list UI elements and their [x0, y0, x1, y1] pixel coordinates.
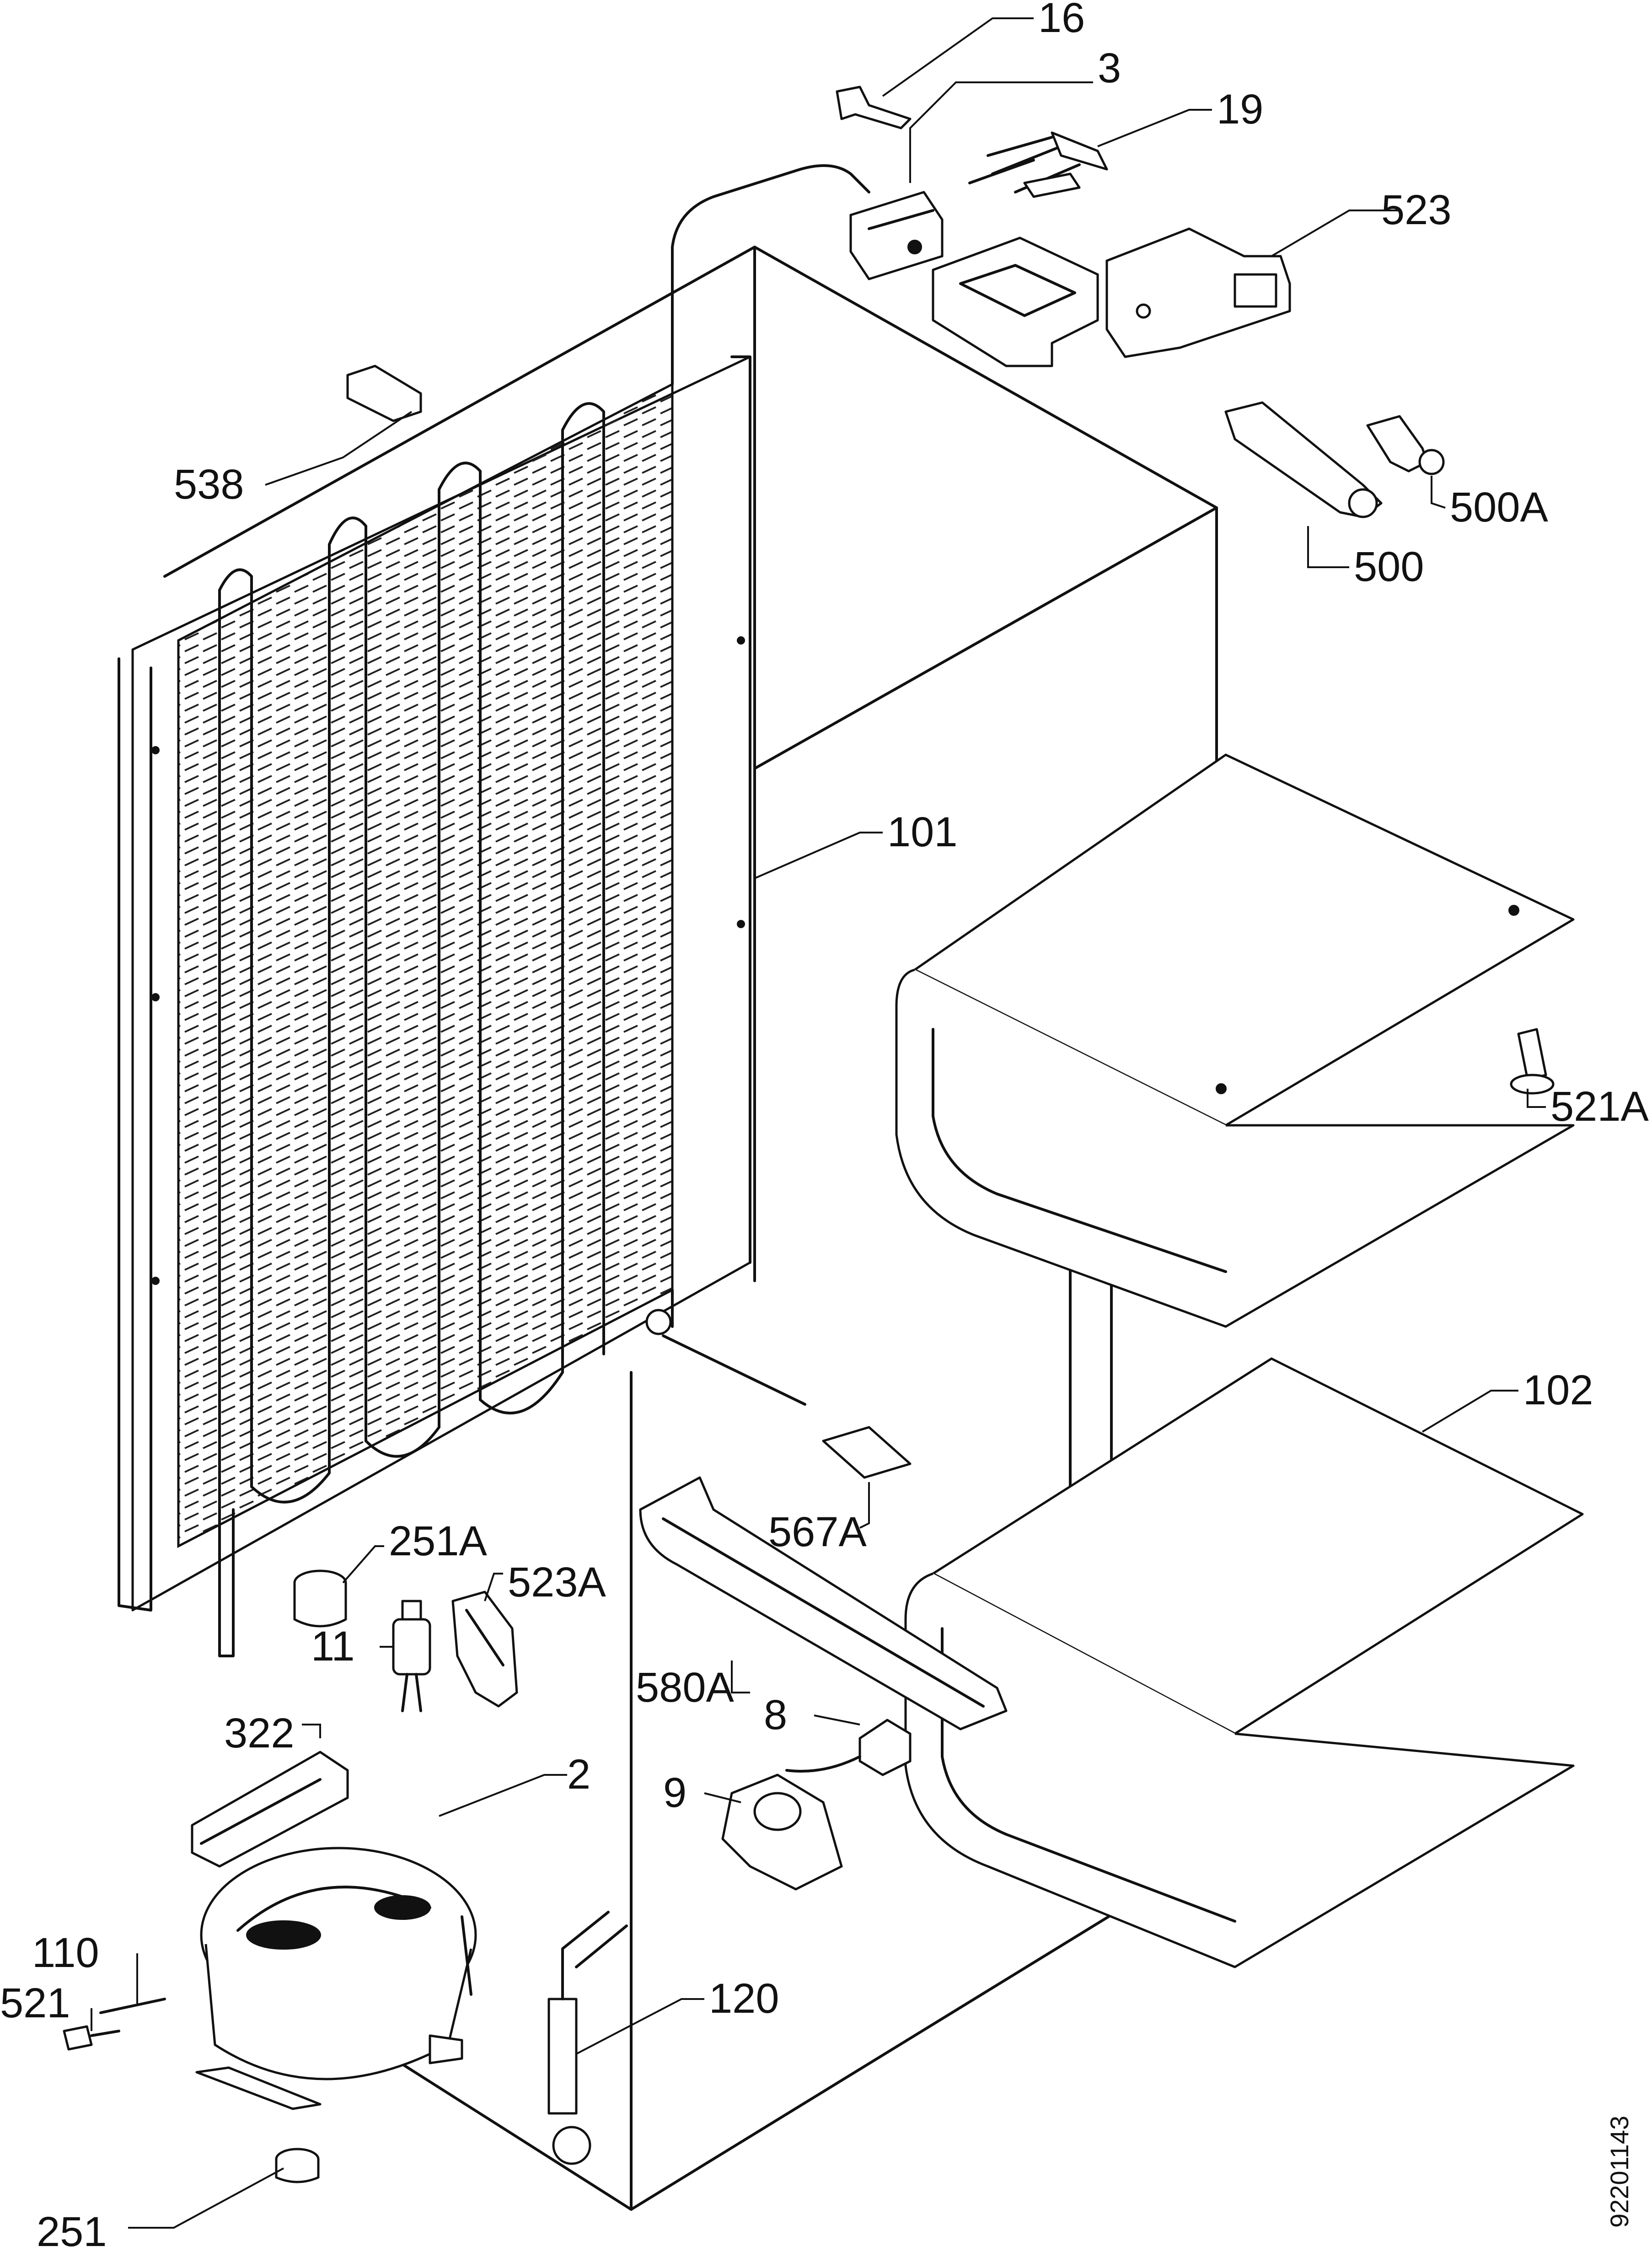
grommet-251 [275, 2148, 320, 2183]
bolt-521 [63, 2025, 120, 2051]
leader-lines [91, 17, 1546, 2229]
label-521: 521 [0, 1980, 70, 2026]
shelf-lower [904, 1357, 1584, 1968]
shelf-upper [895, 753, 1575, 1328]
label-521A: 521A [1550, 1083, 1649, 1130]
label-102: 102 [1523, 1367, 1593, 1413]
sensor-567a [822, 1426, 912, 1479]
label-538: 538 [174, 461, 244, 508]
label-120: 120 [709, 1975, 779, 2022]
lamp-socket-8 [785, 1719, 912, 1776]
fastener-screws [1224, 401, 1445, 518]
label-3: 3 [1098, 45, 1121, 91]
label-2: 2 [567, 1751, 590, 1798]
label-251: 251 [37, 2209, 107, 2255]
label-580A: 580A [636, 1664, 734, 1711]
label-110: 110 [32, 1929, 99, 1976]
label-567A: 567A [768, 1509, 867, 1555]
label-500A: 500A [1450, 484, 1548, 531]
tube-coil [645, 1309, 672, 1335]
drier-filter-120 [547, 1911, 628, 2165]
capillary-tube [671, 164, 870, 386]
bracket-523a [451, 1591, 518, 1708]
condenser [118, 355, 751, 1657]
label-8: 8 [764, 1692, 787, 1738]
label-523A: 523A [508, 1559, 606, 1606]
label-16: 16 [1038, 0, 1085, 41]
lamp-holder-9 [721, 1774, 843, 1891]
lamp-housing [932, 227, 1291, 367]
compressor [195, 1847, 477, 2110]
label-523: 523 [1381, 187, 1452, 233]
thermostat [849, 191, 944, 280]
pin-110 [99, 1998, 166, 2014]
bracket-322 [191, 1751, 349, 1868]
clip-521a [1510, 1028, 1555, 1095]
label-9: 9 [663, 1769, 687, 1816]
clip-538 [346, 365, 422, 422]
label-11: 11 [311, 1623, 355, 1670]
knob-part [836, 86, 912, 129]
cabinet-body [163, 246, 1218, 2211]
label-101: 101 [887, 809, 958, 855]
shelf-rail-580a [639, 1476, 1008, 1731]
label-19: 19 [1217, 86, 1263, 133]
relay-11 [392, 1600, 431, 1712]
label-500: 500 [1354, 543, 1424, 590]
drawing-code: 92201143 [1605, 2116, 1634, 2228]
label-251A: 251A [389, 1518, 487, 1564]
label-322: 322 [224, 1710, 295, 1757]
connector-wires [968, 131, 1108, 198]
grommet-251a [293, 1569, 347, 1628]
